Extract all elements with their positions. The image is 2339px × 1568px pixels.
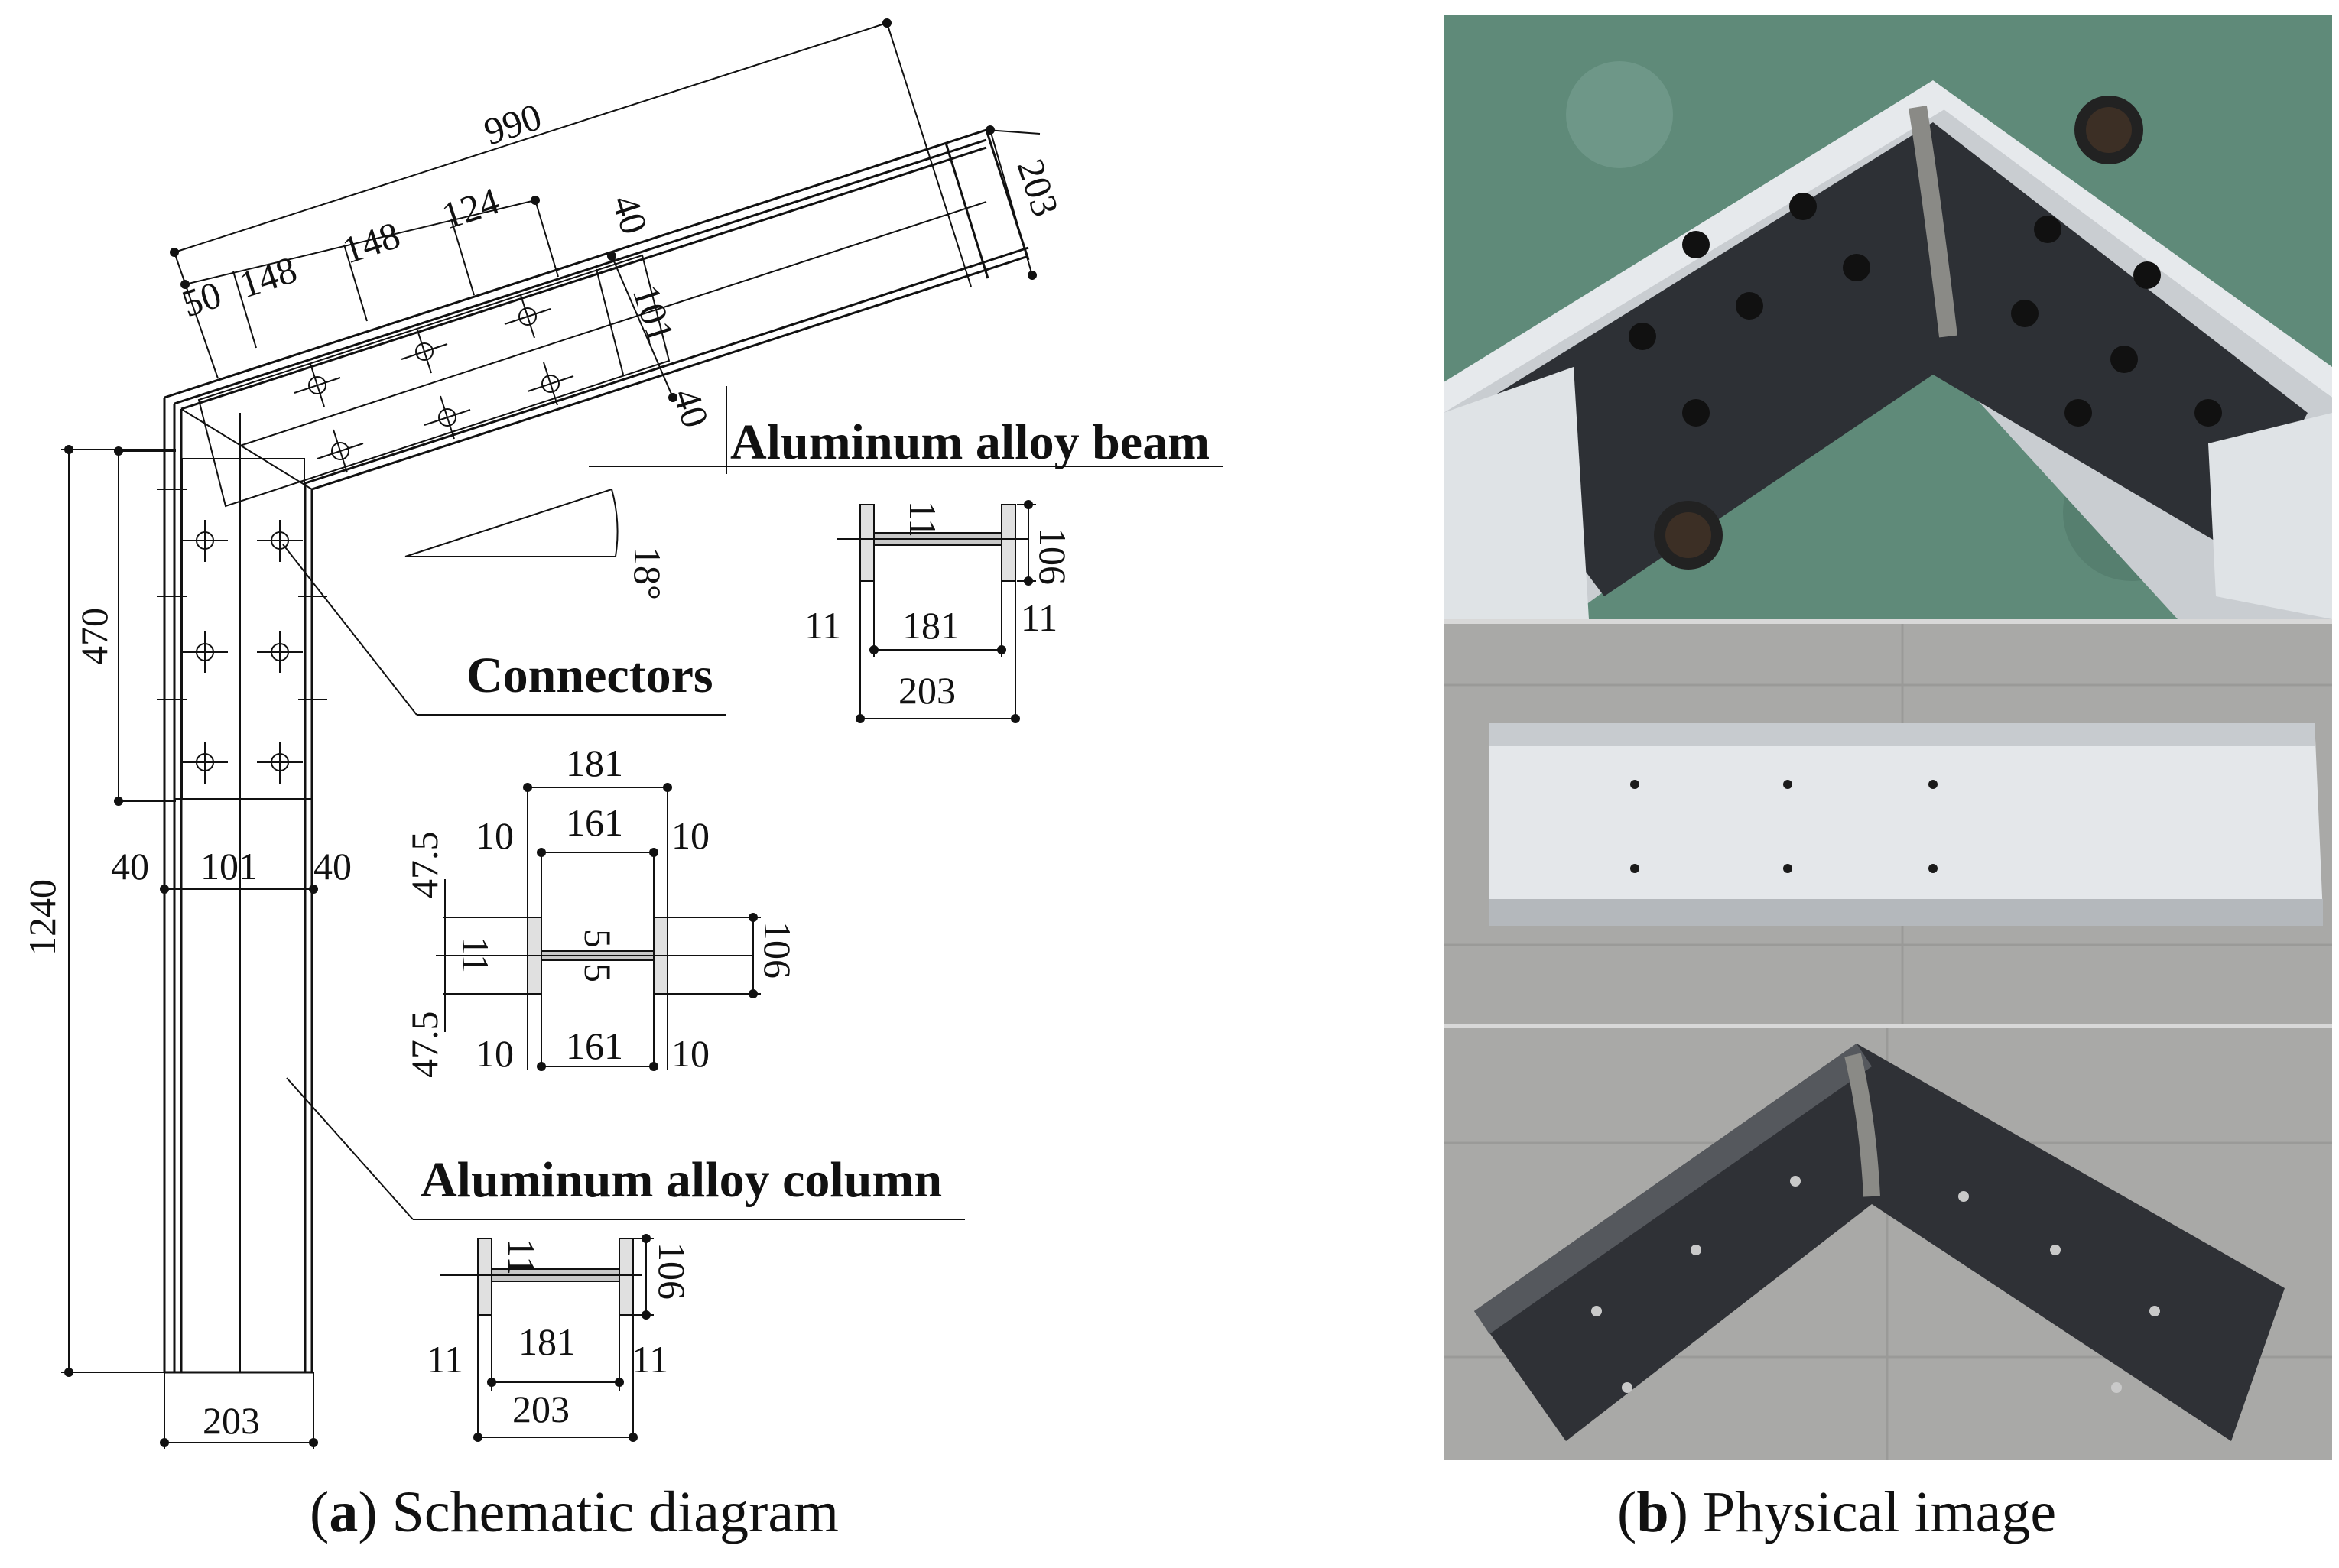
- column-section-drawing: [440, 1234, 654, 1442]
- column-section-height: 106: [651, 1242, 694, 1300]
- angle-indicator: [404, 489, 619, 557]
- caption-a-text: Schematic diagram: [391, 1480, 840, 1544]
- connector-top-outer: 181: [566, 742, 623, 784]
- column-height-dim: 1240: [21, 879, 63, 956]
- beam-gauge-dim: 101: [625, 280, 683, 348]
- connector-top-inner: 161: [566, 801, 623, 844]
- beam-section-drawing: [837, 500, 1036, 723]
- beam-edge-dim-1: 40: [604, 190, 657, 239]
- connector-plate-t-1: 5: [577, 929, 619, 948]
- connector-section-drawing: [436, 783, 761, 1071]
- beam-bolts: [197, 254, 671, 508]
- column-section-web: 181: [518, 1320, 576, 1363]
- leader-lines: [282, 386, 1223, 1220]
- photo-top-connector-assembly: [1444, 15, 2332, 619]
- beam-section-height: 106: [1031, 528, 1074, 585]
- column-section-total: 203: [512, 1388, 570, 1430]
- column-edge-dim-2: 40: [313, 845, 352, 888]
- schematic-diagram: Aluminum alloy beam Connectors Aluminum …: [21, 18, 1223, 1449]
- beam-section-web-t: 11: [901, 501, 944, 537]
- connector-side-tl: 10: [476, 814, 514, 857]
- caption-a: (a) Schematic diagram: [310, 1480, 840, 1544]
- connector-leg-bottom: 47.5: [403, 1011, 446, 1079]
- beam-bolt-dim-2: 148: [234, 248, 302, 306]
- beam-edge-dim-2: 40: [665, 383, 718, 433]
- connector-side-bl: 10: [476, 1032, 514, 1075]
- beam-length-dim: 990: [479, 95, 547, 153]
- column-section-flange-right: 11: [632, 1338, 668, 1381]
- connector-height: 106: [756, 921, 799, 979]
- connector-side-br: 10: [671, 1032, 710, 1075]
- beam-dimension-lines: [170, 18, 1041, 402]
- beam-section-flange-right: 11: [1021, 596, 1057, 639]
- beam-depth-dim: 203: [1009, 154, 1067, 222]
- connectors-label: Connectors: [466, 648, 713, 703]
- beam-section-flange-left: 11: [804, 604, 841, 647]
- photo-bottom-steel-connector: [1444, 1028, 2332, 1460]
- caption-b: (b) Physical image: [1617, 1480, 2057, 1544]
- photo-middle-aluminum-channel: [1444, 624, 2332, 1024]
- connector-leg-top: 47.5: [403, 832, 446, 899]
- beam-label: Aluminum alloy beam: [730, 414, 1210, 470]
- column-gauge-dim: 101: [200, 845, 258, 888]
- connector-length-dim: 470: [73, 608, 115, 665]
- beam-bolt-dim-3: 148: [337, 213, 405, 271]
- column-width-dim: 203: [203, 1399, 260, 1442]
- caption-a-letter: a: [329, 1480, 359, 1544]
- column-bolts: [157, 458, 327, 800]
- caption-b-letter: b: [1636, 1480, 1669, 1544]
- column-section-web-t: 11: [500, 1238, 543, 1275]
- column-edge-dim-1: 40: [111, 845, 149, 888]
- connector-bottom-inner: 161: [566, 1024, 623, 1067]
- column-label: Aluminum alloy column: [421, 1152, 942, 1208]
- column-dimension-lines: [61, 445, 318, 1449]
- connector-side-tr: 10: [671, 814, 710, 857]
- connector-plate-t-2: 5: [577, 963, 619, 982]
- caption-b-text: Physical image: [1702, 1480, 2057, 1544]
- angle-label: 18°: [626, 547, 669, 600]
- beam-section-web: 181: [902, 604, 960, 647]
- beam-section-total: 203: [898, 669, 956, 712]
- connector-web-t: 11: [454, 937, 497, 973]
- beam-bolt-dim-4: 124: [437, 179, 505, 237]
- column-section-flange-left: 11: [427, 1338, 463, 1381]
